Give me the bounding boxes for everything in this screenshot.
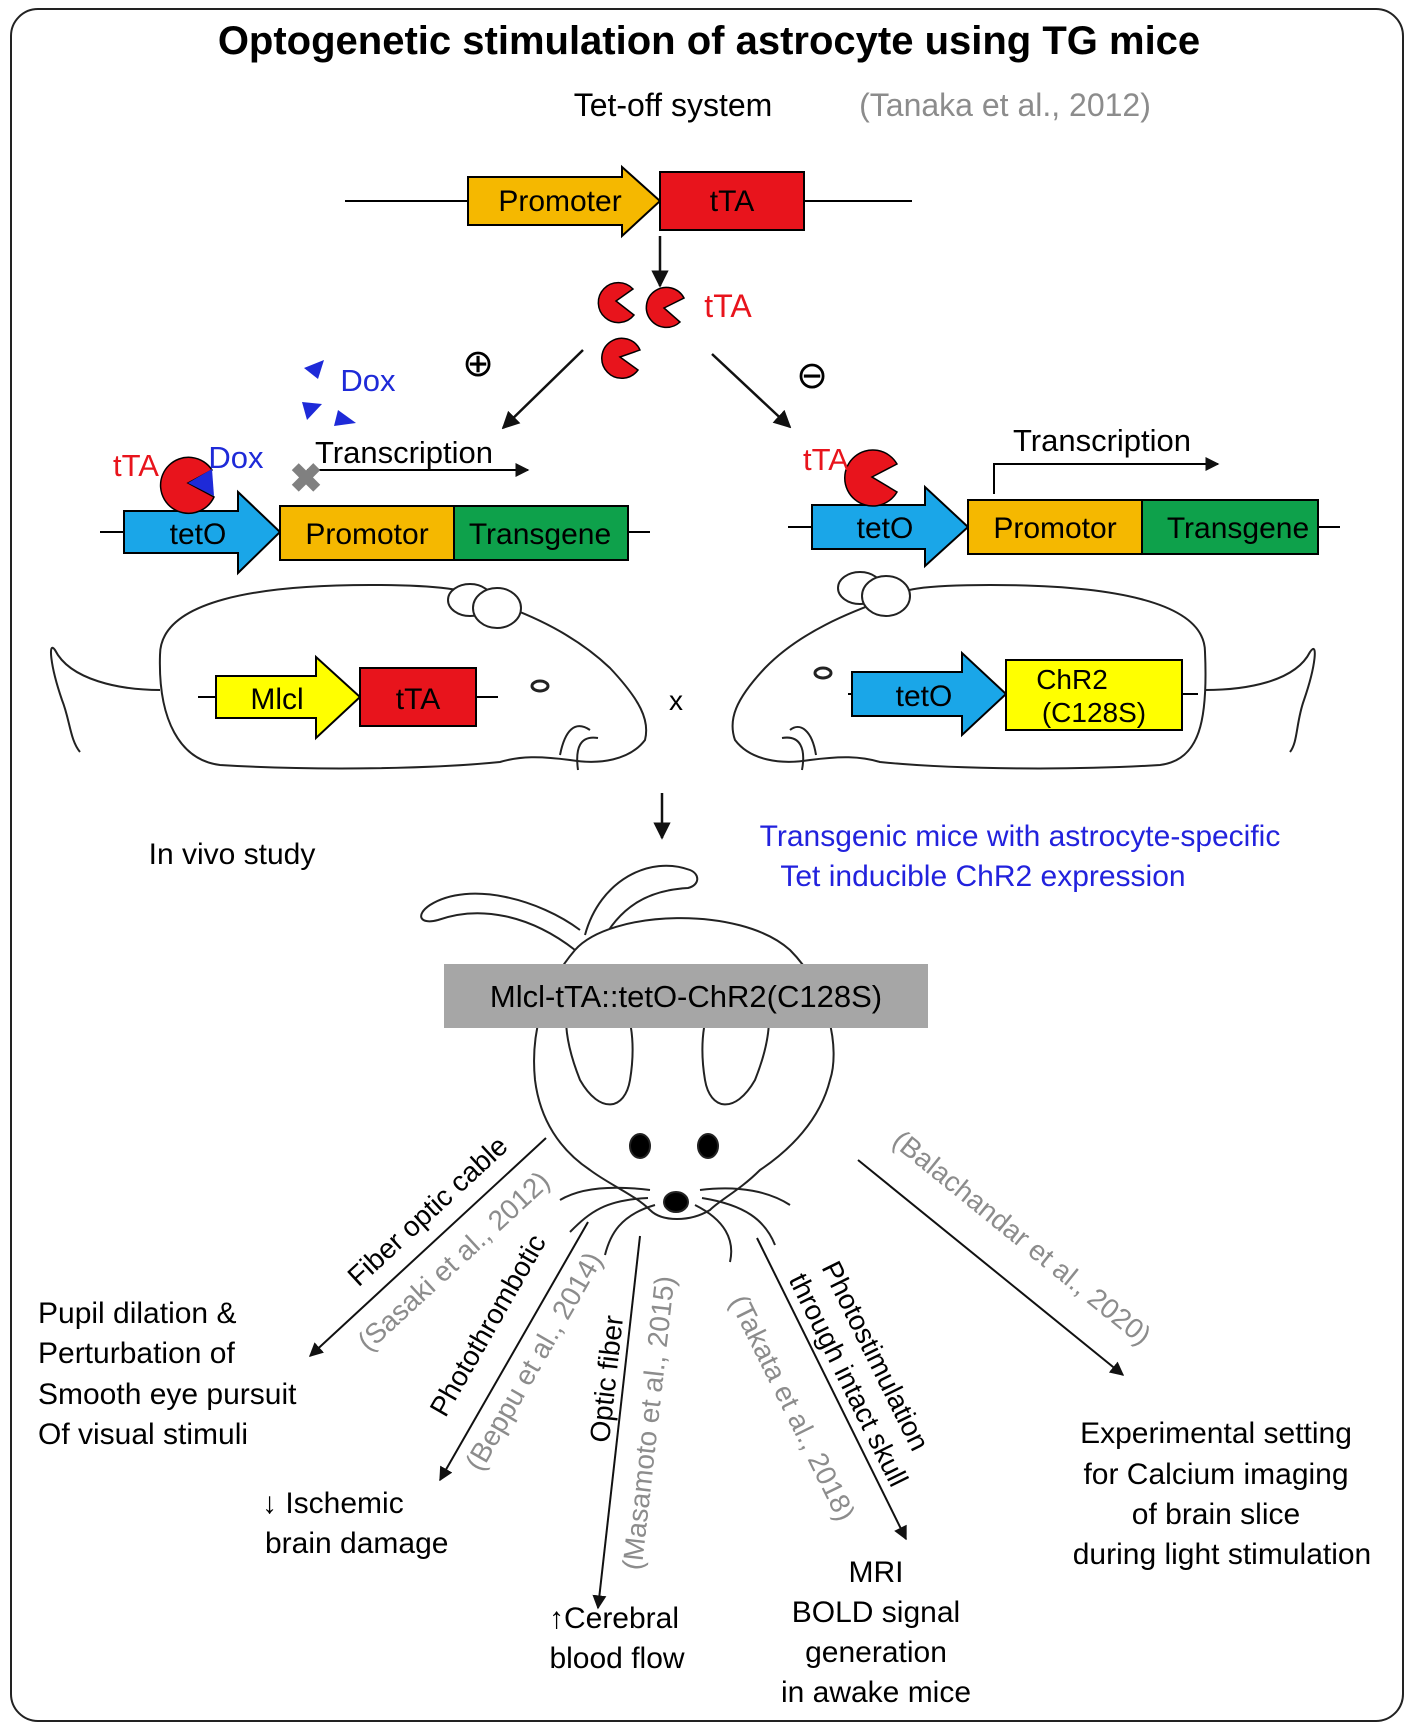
- right-mouse-ear-icon: [861, 575, 911, 617]
- left-teto-arrow: [123, 489, 282, 576]
- branch5-outcome-line2: for Calcium imaging: [1083, 1458, 1348, 1491]
- branch1-outcome-line4: Of visual stimuli: [38, 1418, 248, 1451]
- dox-molecules: [302, 360, 356, 426]
- branch3-outcome-line1: ↑Cerebral: [549, 1602, 679, 1635]
- figure-title: Optogenetic stimulation of astrocyte usi…: [218, 19, 1200, 63]
- promoter-arrow: [467, 164, 662, 239]
- tta-protein-label: tTA: [704, 288, 752, 324]
- right-promotor-box: [967, 499, 1143, 555]
- dox-icon: [334, 410, 356, 426]
- transgenic-note-line2: Tet inducible ChR2 expression: [780, 860, 1185, 893]
- right-bound-tta-icon: [844, 449, 899, 507]
- tta-gene-label: tTA: [710, 185, 754, 218]
- transgenic-note-line1: Transgenic mice with astrocyte-specific: [760, 820, 1281, 853]
- left-transgene-box: [453, 505, 629, 561]
- branch4-outcome-line1: MRI: [849, 1556, 904, 1589]
- left-tta-label: tTA: [113, 448, 159, 483]
- left-promotor-label: Promotor: [305, 518, 428, 551]
- tta-protein-icon: [645, 286, 686, 329]
- dox-free-label: Dox: [340, 363, 396, 398]
- tanaka-citation: (Tanaka et al., 2012): [859, 87, 1151, 123]
- offspring-eye-icon: [629, 1133, 651, 1159]
- branch4-outcome-line3: generation: [805, 1636, 947, 1669]
- strain-label: Mlcl-tTA::tetO-ChR2(C128S): [490, 979, 882, 1014]
- left-tet-construct: tetO Promotor Transgene ✖: [100, 456, 650, 576]
- branch5-outcome-line1: Experimental setting: [1080, 1417, 1352, 1450]
- left-promotor-box: [279, 505, 455, 561]
- tetoff-label: Tet-off system: [574, 87, 773, 123]
- left-mouse-eye-icon: [530, 679, 550, 693]
- right-promotor-label: Promotor: [993, 512, 1116, 545]
- right-transcription-label: Transcription: [1013, 423, 1191, 458]
- minus-sign: ⊖: [796, 355, 828, 397]
- left-bound-tta-icon: [159, 456, 215, 515]
- mlcl-arrow: [215, 654, 362, 741]
- promoter-label: Promoter: [498, 185, 621, 218]
- mlcl-label: Mlcl: [250, 683, 303, 716]
- plus-sign: ⊕: [462, 343, 494, 385]
- figure-frame: [10, 8, 1404, 1722]
- branch3-method: Optic fiber: [584, 1314, 629, 1444]
- blocked-x-icon: ✖: [289, 457, 323, 501]
- teto-chr2-construct: tetO ChR2 (C128S): [848, 650, 1198, 738]
- branch5-outcome-line3: of brain slice: [1132, 1498, 1300, 1531]
- chr2-box: [1005, 659, 1183, 731]
- right-teto-arrow: [811, 484, 970, 569]
- left-transgene-label: Transgene: [469, 518, 611, 551]
- right-mouse-teto-arrow: [851, 650, 1008, 738]
- dox-icon: [302, 402, 322, 420]
- right-tet-construct: tetO Promotor Transgene: [788, 449, 1340, 569]
- mlcl-tta-construct: Mlcl tTA: [198, 654, 498, 741]
- left-bound-dox-icon: [188, 469, 214, 496]
- tta-proteins: [597, 281, 686, 380]
- right-transgene-box: [1141, 499, 1319, 555]
- in-vivo-label: In vivo study: [149, 838, 316, 871]
- branch1-outcome-line2: Perturbation of: [38, 1337, 235, 1370]
- chr2-label-line1: ChR2: [1036, 664, 1108, 695]
- dox-icon: [304, 360, 324, 379]
- tta-construct: Promoter tTA: [345, 164, 912, 239]
- left-transcription-label: Transcription: [315, 435, 493, 470]
- right-transgene-label: Transgene: [1167, 512, 1309, 545]
- left-mouse-drawing: [50, 583, 648, 771]
- right-teto-label: tetO: [857, 512, 914, 545]
- tta-protein-icon: [597, 281, 636, 324]
- left-teto-label: tetO: [170, 518, 227, 551]
- branch4-outcome-line2: BOLD signal: [792, 1596, 960, 1629]
- strain-box: [444, 964, 928, 1028]
- tta-protein-icon: [601, 337, 642, 380]
- branch1-outcome-line3: Smooth eye pursuit: [38, 1378, 297, 1411]
- left-dox-label: Dox: [208, 440, 264, 475]
- branch5-outcome-line4: during light stimulation: [1073, 1538, 1372, 1571]
- cross-symbol: x: [669, 685, 683, 716]
- offspring-eye-icon: [697, 1133, 719, 1159]
- branch1-outcome-line1: Pupil dilation &: [38, 1297, 236, 1330]
- chr2-label-line2: (C128S): [1042, 697, 1146, 728]
- branch2-outcome-line1: ↓ Ischemic: [262, 1487, 404, 1520]
- branch2-outcome-line2: brain damage: [265, 1527, 448, 1560]
- mlcl-tta-label: tTA: [396, 683, 440, 716]
- offspring-nose-icon: [663, 1191, 689, 1213]
- left-mouse-ear-icon: [472, 587, 522, 629]
- mlcl-tta-box: [359, 667, 477, 727]
- tta-gene-box: [659, 171, 805, 231]
- right-mouse-eye-icon: [813, 666, 833, 680]
- right-tta-label: tTA: [803, 442, 849, 477]
- offspring-mouse-drawing: [420, 864, 835, 1263]
- branch5-citation: (Balachandar et al., 2020): [887, 1124, 1157, 1351]
- branch4-outcome-line4: in awake mice: [781, 1676, 971, 1709]
- right-mouse-teto-label: tetO: [896, 680, 953, 713]
- branch3-outcome-line2: blood flow: [549, 1642, 684, 1675]
